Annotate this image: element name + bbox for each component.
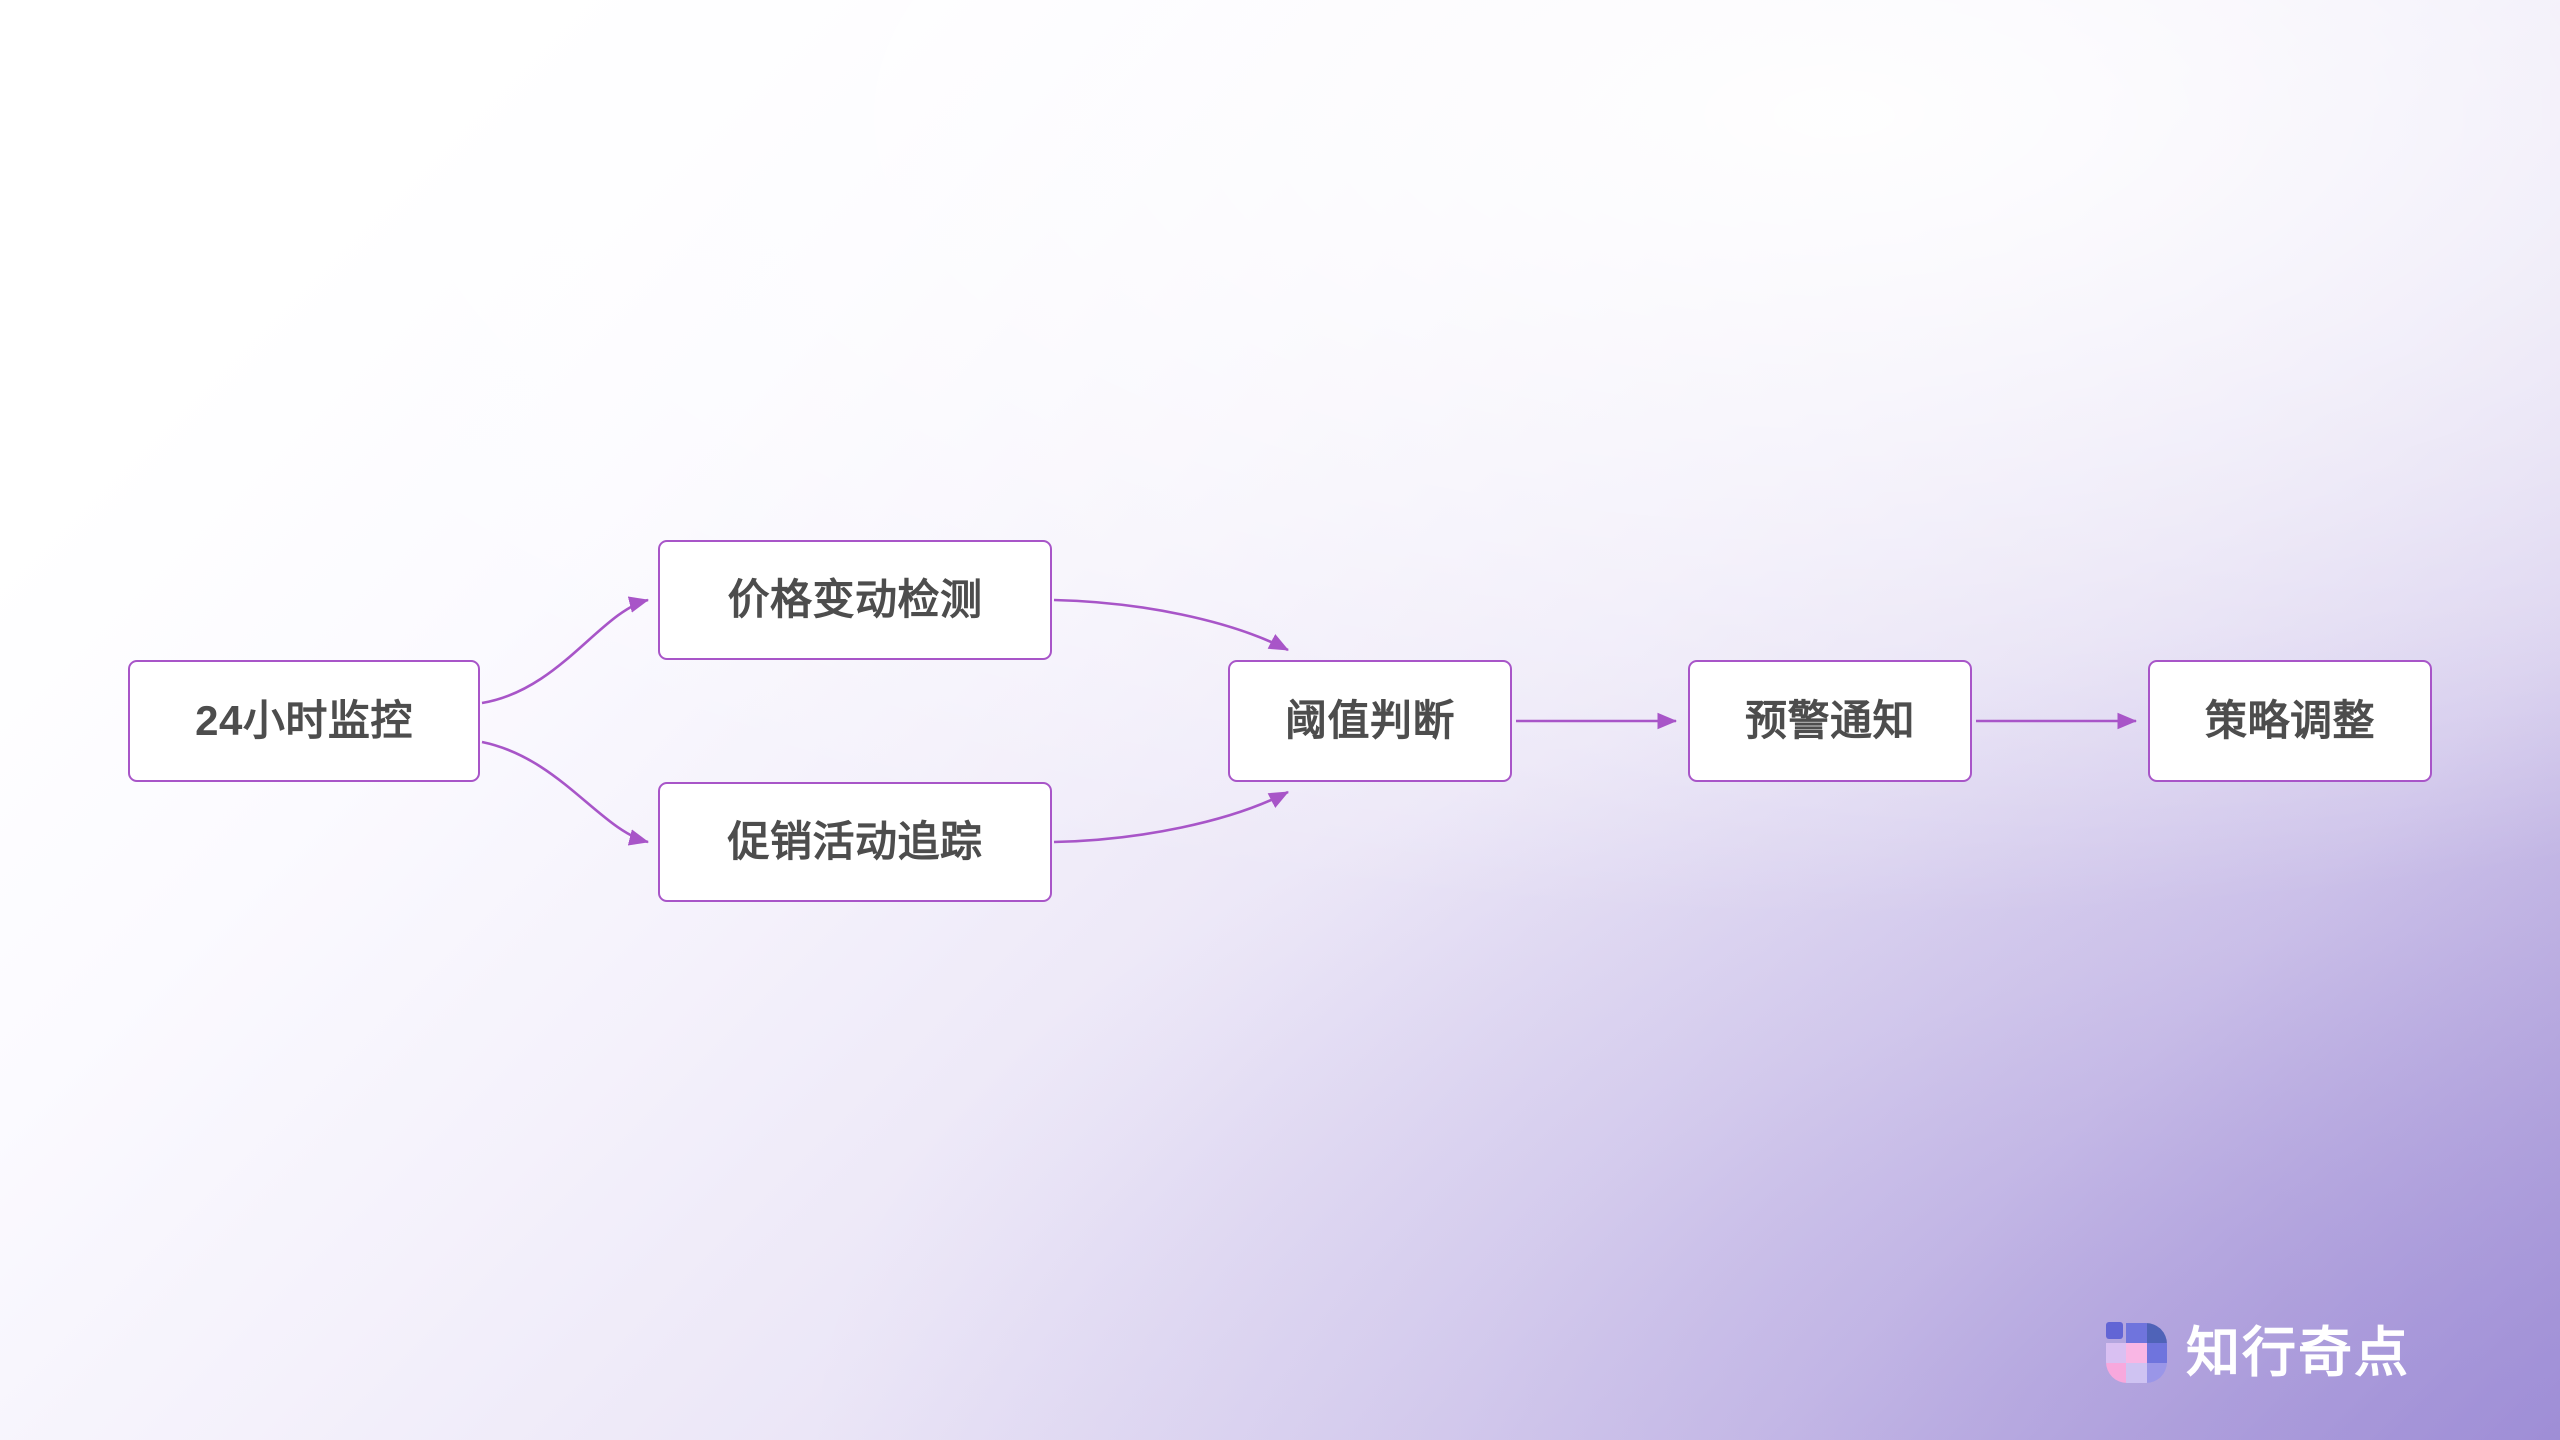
brand-name: 知行奇点 [2186,1323,2410,1383]
flow-node-strategy-adjustment[interactable]: 策略调整 [2148,660,2432,782]
flow-node-label: 促销活动追踪 [727,818,983,865]
edge-price-to-threshold [1053,598,1289,652]
edge-promo-to-threshold [1053,790,1289,844]
edge-monitor-to-promo [481,740,650,846]
flow-node-threshold-judgment[interactable]: 阈值判断 [1228,660,1512,782]
flow-node-price-change-detection[interactable]: 价格变动检测 [658,540,1052,660]
flow-node-monitor[interactable]: 24小时监控 [128,660,480,782]
flow-node-label: 预警通知 [1744,697,1915,744]
edge-monitor-to-price [481,596,650,705]
flow-node-label: 价格变动检测 [727,576,983,623]
flow-node-promotion-tracking[interactable]: 促销活动追踪 [658,782,1052,902]
brand-watermark: 知行奇点 [2106,1322,2410,1384]
flow-node-label: 策略调整 [2204,697,2375,744]
flow-node-label: 24小时监控 [195,697,413,744]
checkerboard-logo-icon [2106,1322,2168,1384]
flow-node-label: 阈值判断 [1284,697,1455,744]
flow-node-alert-notification[interactable]: 预警通知 [1688,660,1972,782]
